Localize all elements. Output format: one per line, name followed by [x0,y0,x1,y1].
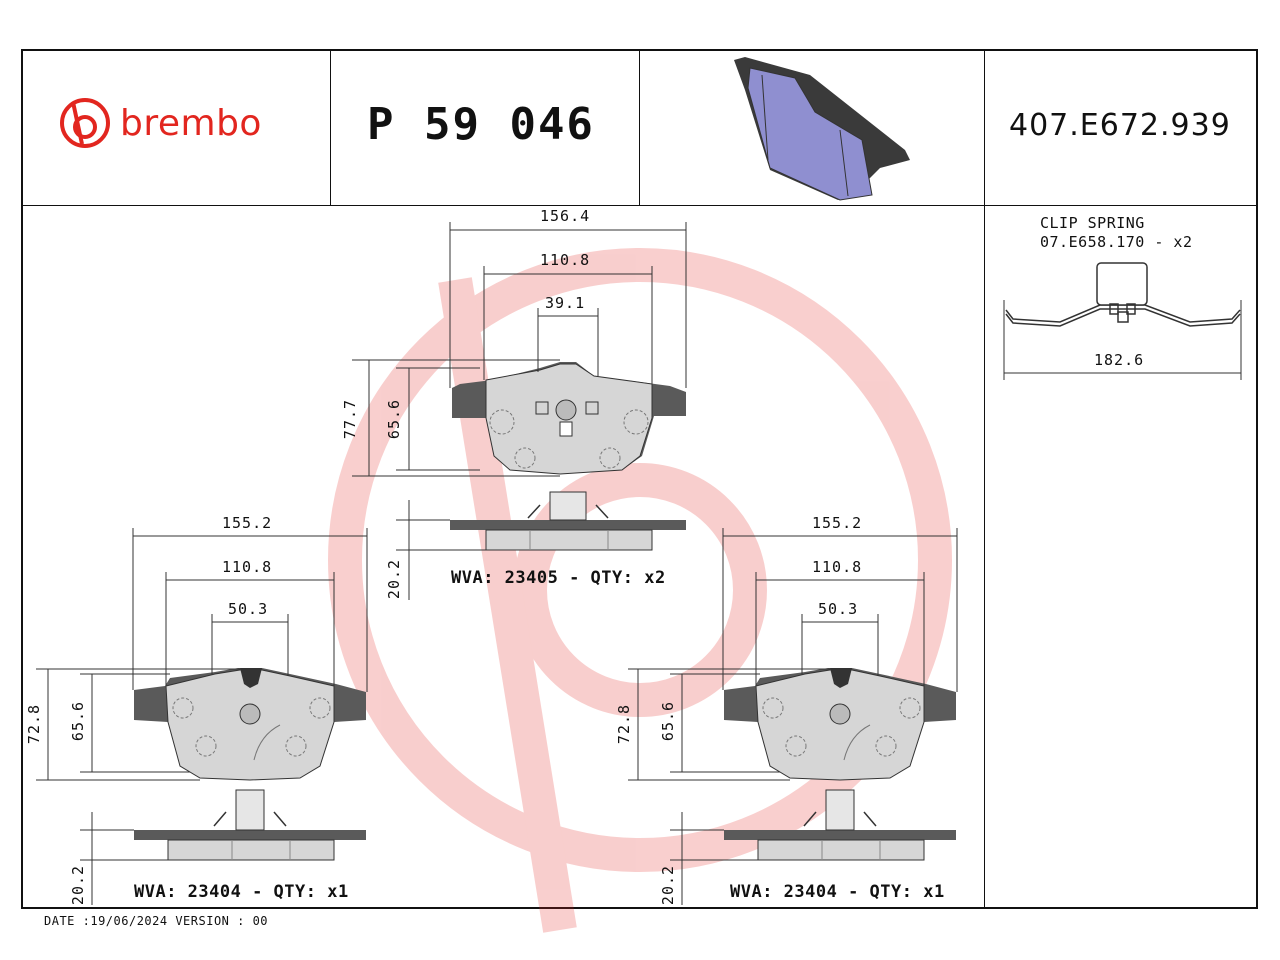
pad-top-height-total: 77.7 [341,398,360,440]
pad-top-height-inner: 65.6 [385,398,404,440]
brembo-logo: brembo [58,96,262,150]
pad-iso-view [734,57,910,201]
pad-right-thickness: 20.2 [659,864,678,906]
brembo-logo-icon [60,98,110,148]
pad-right-wva: WVA: 23404 - QTY: x1 [730,882,945,902]
pad-top-width-mid: 39.1 [545,294,586,312]
pad-right-height-inner: 65.6 [659,700,678,742]
pad-left-width-inner: 110.8 [222,558,273,576]
pad-left-side-view [134,789,366,861]
pad-left-thickness: 20.2 [69,864,88,906]
pad-top-width-inner: 110.8 [540,251,591,269]
pad-top-width-total: 156.4 [540,207,591,225]
pad-right-width-total: 155.2 [812,514,863,532]
pad-right-dimensions [628,528,958,905]
clip-width-dimension: 182.6 [1094,351,1145,369]
header-col-divider-1 [330,49,331,205]
clip-spring-label: CLIP SPRING 07.E658.170 - x2 [1040,214,1193,252]
pad-left-height-total: 72.8 [25,703,44,745]
pad-right-side-view [724,789,956,861]
clip-spring-title: CLIP SPRING [1040,214,1145,232]
pad-top-side-view [450,491,686,551]
pad-left-dimensions [36,528,368,905]
right-panel-divider [984,49,985,909]
reference-code: 407.E672.939 [1009,108,1231,143]
pad-right-width-inner: 110.8 [812,558,863,576]
pad-left-drawing [134,668,366,781]
clip-spring-drawing [1005,262,1241,327]
pad-top-dimensions [352,222,687,600]
brand-wordmark: brembo [120,102,262,144]
pad-top-drawing [452,362,686,475]
pad-top-wva: WVA: 23405 - QTY: x2 [451,568,666,588]
clip-spring-spec: 07.E658.170 - x2 [1040,233,1193,251]
pad-right-drawing [724,668,956,781]
pad-left-width-total: 155.2 [222,514,273,532]
header-col-divider-2 [639,49,640,205]
pad-left-wva: WVA: 23404 - QTY: x1 [134,882,349,902]
part-number: P 59 046 [367,99,595,150]
pad-left-height-inner: 65.6 [69,700,88,742]
pad-left-width-mid: 50.3 [228,600,269,618]
pad-top-thickness: 20.2 [385,558,404,600]
header-divider [21,205,1258,206]
date-version: DATE :19/06/2024 VERSION : 00 [44,914,269,928]
pad-right-height-total: 72.8 [615,703,634,745]
pad-right-width-mid: 50.3 [818,600,859,618]
